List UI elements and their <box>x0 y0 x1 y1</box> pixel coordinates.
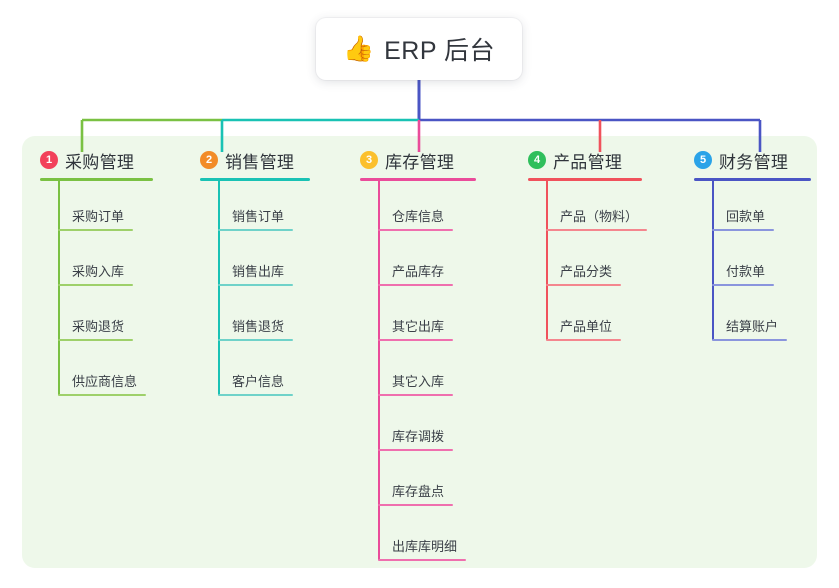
branch-title: 采购管理 <box>65 152 135 172</box>
leaf-item[interactable]: 出库库明细 <box>378 536 466 561</box>
branch-spine <box>712 180 714 340</box>
leaf-label: 客户信息 <box>232 374 285 389</box>
leaf-label: 出库库明细 <box>392 539 458 554</box>
branch-underline <box>528 178 642 181</box>
branch-column-1: 1 采购管理采购订单采购入库采购退货供应商信息 <box>40 148 153 396</box>
leaf-item[interactable]: 产品单位 <box>546 316 621 341</box>
leaf-underline <box>218 394 293 396</box>
leaf-item[interactable]: 其它入库 <box>378 371 453 396</box>
leaf-underline <box>712 284 774 286</box>
branch-column-3: 3 库存管理仓库信息产品库存其它出库其它入库库存调拨库存盘点出库库明细 <box>360 148 476 561</box>
leaf-label: 采购入库 <box>72 264 125 279</box>
branch-header-2[interactable]: 2 销售管理 <box>200 148 310 172</box>
leaf-item[interactable]: 销售订单 <box>218 206 293 231</box>
leaf-label: 回款单 <box>726 209 766 224</box>
branch-underline <box>694 178 811 181</box>
branch-header-1[interactable]: 1 采购管理 <box>40 148 153 172</box>
leaf-underline <box>58 284 133 286</box>
branch-number-badge: 4 <box>528 151 546 169</box>
leaf-underline <box>712 229 774 231</box>
leaf-underline <box>218 284 293 286</box>
leaf-item[interactable]: 采购退货 <box>58 316 133 341</box>
leaf-underline <box>378 339 453 341</box>
leaf-label: 结算账户 <box>726 319 779 334</box>
leaf-item[interactable]: 供应商信息 <box>58 371 146 396</box>
leaf-item[interactable]: 采购入库 <box>58 261 133 286</box>
leaf-underline <box>378 559 466 561</box>
leaf-label: 销售订单 <box>232 209 285 224</box>
root-node[interactable]: 👍 ERP 后台 <box>316 18 522 80</box>
leaf-label: 销售出库 <box>232 264 285 279</box>
leaf-label: 产品分类 <box>560 264 613 279</box>
leaf-item[interactable]: 库存调拨 <box>378 426 453 451</box>
leaf-underline <box>218 339 293 341</box>
leaf-underline <box>58 394 146 396</box>
branch-column-2: 2 销售管理销售订单销售出库销售退货客户信息 <box>200 148 310 396</box>
leaf-item[interactable]: 仓库信息 <box>378 206 453 231</box>
branch-spine <box>58 180 60 395</box>
branch-column-4: 4 产品管理产品（物料） 产品分类产品单位 <box>528 148 648 341</box>
leaf-label: 库存调拨 <box>392 429 445 444</box>
leaf-label: 其它入库 <box>392 374 445 389</box>
leaf-label: 产品单位 <box>560 319 613 334</box>
branch-number-badge: 5 <box>694 151 712 169</box>
branch-spine <box>546 180 548 340</box>
leaf-underline <box>378 449 453 451</box>
leaf-label: 产品（物料） <box>560 209 639 224</box>
leaf-underline <box>218 229 293 231</box>
leaf-item[interactable]: 付款单 <box>712 261 774 286</box>
branch-number-badge: 3 <box>360 151 378 169</box>
leaf-item[interactable]: 其它出库 <box>378 316 453 341</box>
branch-spine <box>378 180 380 560</box>
leaf-item[interactable]: 结算账户 <box>712 316 787 341</box>
leaf-label: 其它出库 <box>392 319 445 334</box>
leaf-label: 采购退货 <box>72 319 125 334</box>
branch-underline <box>360 178 476 181</box>
leaf-item[interactable]: 销售退货 <box>218 316 293 341</box>
thumbs-up-icon: 👍 <box>342 34 375 63</box>
leaf-label: 供应商信息 <box>72 374 138 389</box>
leaf-underline <box>378 229 453 231</box>
branch-number-badge: 2 <box>200 151 218 169</box>
leaf-label: 付款单 <box>726 264 766 279</box>
leaf-item[interactable]: 回款单 <box>712 206 774 231</box>
branch-underline <box>200 178 310 181</box>
branch-spine <box>218 180 220 395</box>
branch-header-5[interactable]: 5 财务管理 <box>694 148 811 172</box>
leaf-item[interactable]: 产品库存 <box>378 261 453 286</box>
branch-number-badge: 1 <box>40 151 58 169</box>
branch-header-4[interactable]: 4 产品管理 <box>528 148 642 172</box>
leaf-underline <box>58 229 133 231</box>
branch-underline <box>40 178 153 181</box>
leaf-underline <box>378 394 453 396</box>
leaf-item[interactable]: 客户信息 <box>218 371 293 396</box>
leaf-item[interactable]: 产品分类 <box>546 261 621 286</box>
branch-title: 库存管理 <box>385 152 455 172</box>
leaf-underline <box>378 504 453 506</box>
leaf-underline <box>712 339 787 341</box>
branch-title: 产品管理 <box>553 152 623 172</box>
branch-title: 财务管理 <box>719 152 789 172</box>
leaf-item[interactable]: 产品（物料） <box>546 206 648 231</box>
leaf-underline <box>546 284 621 286</box>
leaf-item[interactable]: 库存盘点 <box>378 481 453 506</box>
leaf-underline <box>378 284 453 286</box>
branch-header-3[interactable]: 3 库存管理 <box>360 148 476 172</box>
branch-column-5: 5 财务管理回款单付款单结算账户 <box>694 148 811 341</box>
leaf-label: 采购订单 <box>72 209 125 224</box>
leaf-item[interactable]: 采购订单 <box>58 206 133 231</box>
leaf-underline <box>58 339 133 341</box>
branch-title: 销售管理 <box>225 152 295 172</box>
root-title: ERP 后台 <box>384 37 496 65</box>
diagram-panel <box>22 136 817 568</box>
leaf-item[interactable]: 销售出库 <box>218 261 293 286</box>
leaf-label: 库存盘点 <box>392 484 445 499</box>
leaf-underline <box>546 229 648 231</box>
leaf-label: 产品库存 <box>392 264 445 279</box>
leaf-label: 仓库信息 <box>392 209 445 224</box>
leaf-label: 销售退货 <box>232 319 285 334</box>
leaf-underline <box>546 339 621 341</box>
